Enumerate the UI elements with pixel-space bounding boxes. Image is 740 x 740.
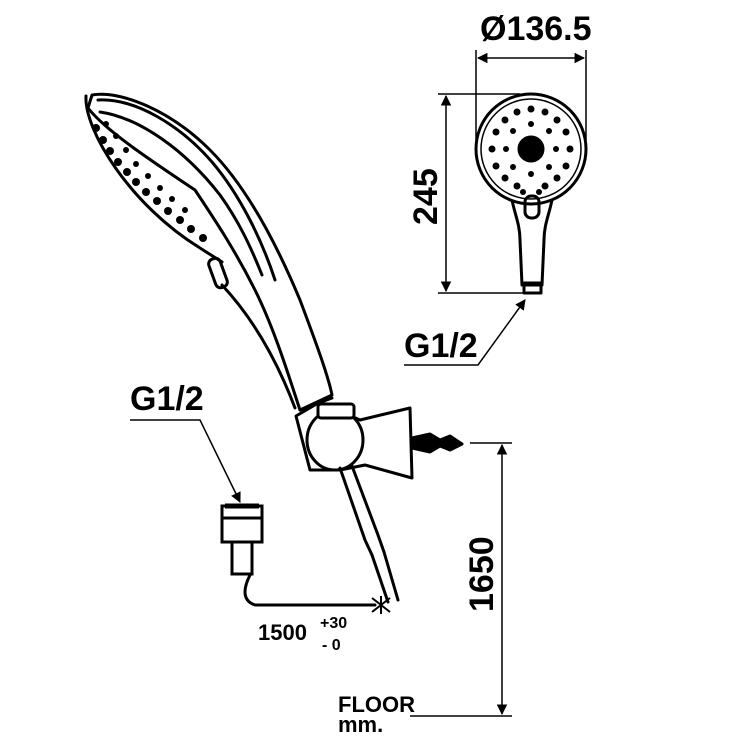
floor-label: FLOOR: [338, 692, 415, 717]
wall-holder: [294, 400, 464, 480]
front-nozzle-dots: [488, 105, 574, 195]
diameter-dimension-label: Ø136.5: [480, 10, 592, 48]
hand-shower-side-view: [84, 92, 334, 412]
wall-connection-fitting: [220, 503, 264, 576]
hose-tolerance-plus: +30: [320, 615, 347, 632]
head-height-dimension-label: 245: [407, 168, 445, 225]
hand-shower-front-view: [474, 92, 588, 295]
dimension-lines: [130, 50, 587, 717]
nozzle-dots: [92, 121, 207, 242]
thread-label-front: G1/2: [404, 327, 478, 365]
mount-height-dimension-label: 1650: [463, 536, 501, 612]
hose-break-mark: [371, 596, 391, 614]
hose: [243, 464, 400, 607]
hose-tolerance-minus: - 0: [322, 637, 341, 654]
hose-length-label: 1500: [258, 620, 307, 645]
unit-label: mm.: [338, 712, 383, 737]
thread-label-wall: G1/2: [130, 380, 204, 418]
